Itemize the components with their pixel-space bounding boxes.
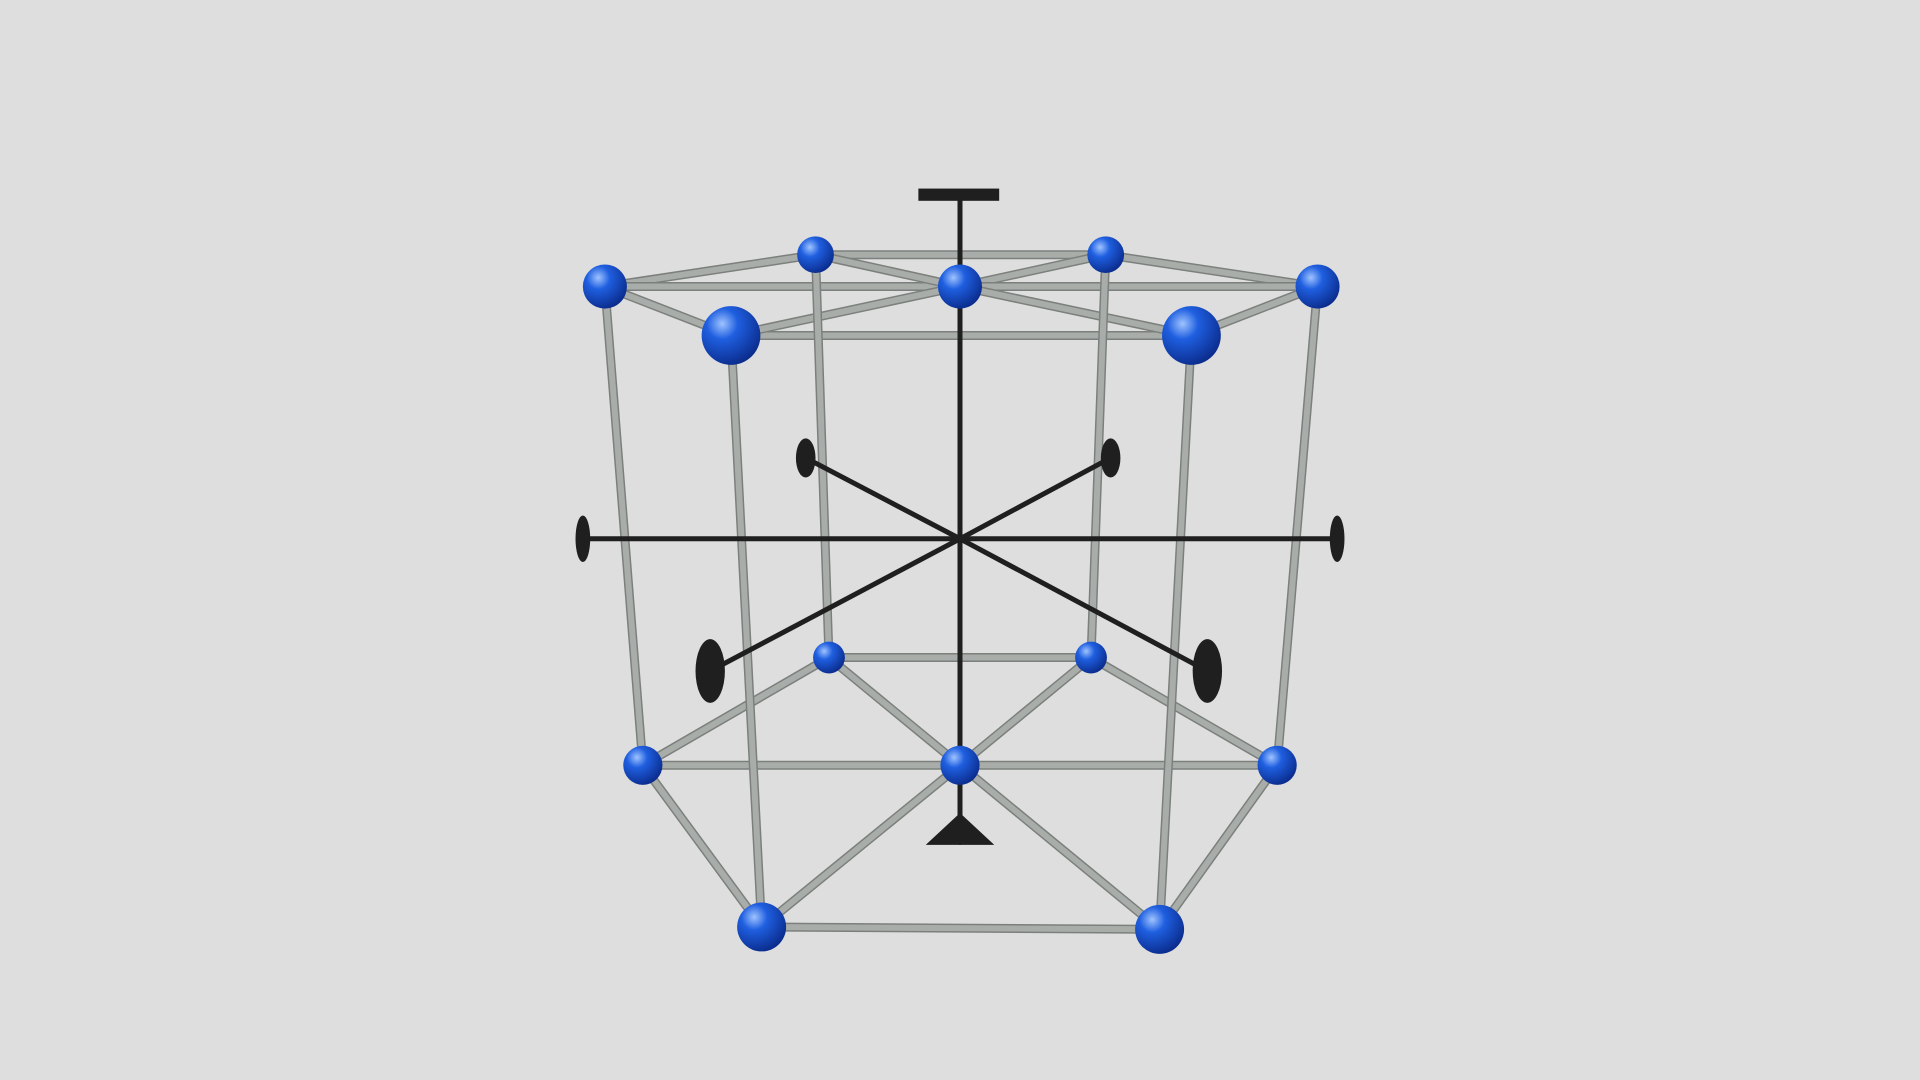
two-fold-axis-diagonal-front-right	[957, 536, 1210, 674]
two-fold-axis-diagonal-back-right	[957, 455, 1114, 542]
atom-t2	[797, 236, 834, 274]
bond-t0-t6	[728, 283, 963, 339]
atom-t5	[1162, 306, 1221, 365]
bond-layer	[600, 250, 1323, 934]
atom-b1	[623, 745, 663, 785]
bond-b6-b1	[639, 762, 765, 930]
bond-t3-t4	[1102, 251, 1321, 290]
atom-t4	[1295, 264, 1340, 309]
atom-t6	[701, 306, 761, 365]
bond-t0-t5	[957, 283, 1195, 339]
bond-t1-t2	[601, 251, 819, 290]
bond-b3-b4	[1088, 654, 1281, 769]
two-fold-axis-end-right	[1329, 515, 1345, 563]
atom-t1	[582, 264, 627, 309]
atom-b3	[1075, 641, 1107, 674]
atom-t0	[937, 264, 983, 309]
atom-layer	[582, 236, 1340, 954]
atom-b6	[737, 902, 787, 952]
atom-b2	[813, 641, 845, 674]
bond-t3-b3	[1088, 251, 1109, 661]
bond-b0-b6	[758, 762, 963, 930]
two-fold-axis-end-back-right	[1100, 438, 1121, 478]
two-fold-axis-diagonal-back-left	[803, 455, 963, 542]
bond-b4-b5	[1156, 762, 1281, 933]
bond-t4-b4	[1274, 283, 1321, 769]
atom-b4	[1257, 745, 1297, 785]
bond-t5-b5	[1156, 332, 1195, 933]
atom-b0	[940, 745, 980, 785]
bond-b3-b0	[957, 654, 1095, 769]
atom-b5	[1135, 904, 1185, 954]
bond-t1-b1	[601, 283, 646, 769]
bond-t6-b6	[728, 332, 765, 930]
bond-t3-t0	[957, 251, 1109, 290]
bond-t2-t0	[812, 251, 963, 290]
bond-b1-b2	[639, 654, 832, 769]
two-fold-axis-end-back-left	[795, 438, 816, 478]
six-fold-axis-bottom-marker	[925, 813, 995, 845]
two-fold-axis-end-left	[575, 515, 591, 563]
bond-t2-b2	[812, 251, 832, 661]
atom-t3	[1087, 236, 1125, 274]
bond-b5-b6	[758, 923, 1163, 933]
bond-b0-b5	[957, 762, 1163, 933]
two-fold-axis-diagonal-front-left	[707, 536, 963, 674]
two-fold-axis-end-front-right	[1192, 639, 1223, 703]
two-fold-axis-end-front-left	[695, 639, 725, 703]
six-fold-axis-top-cap	[918, 188, 1000, 201]
bond-b2-b0	[825, 654, 963, 769]
